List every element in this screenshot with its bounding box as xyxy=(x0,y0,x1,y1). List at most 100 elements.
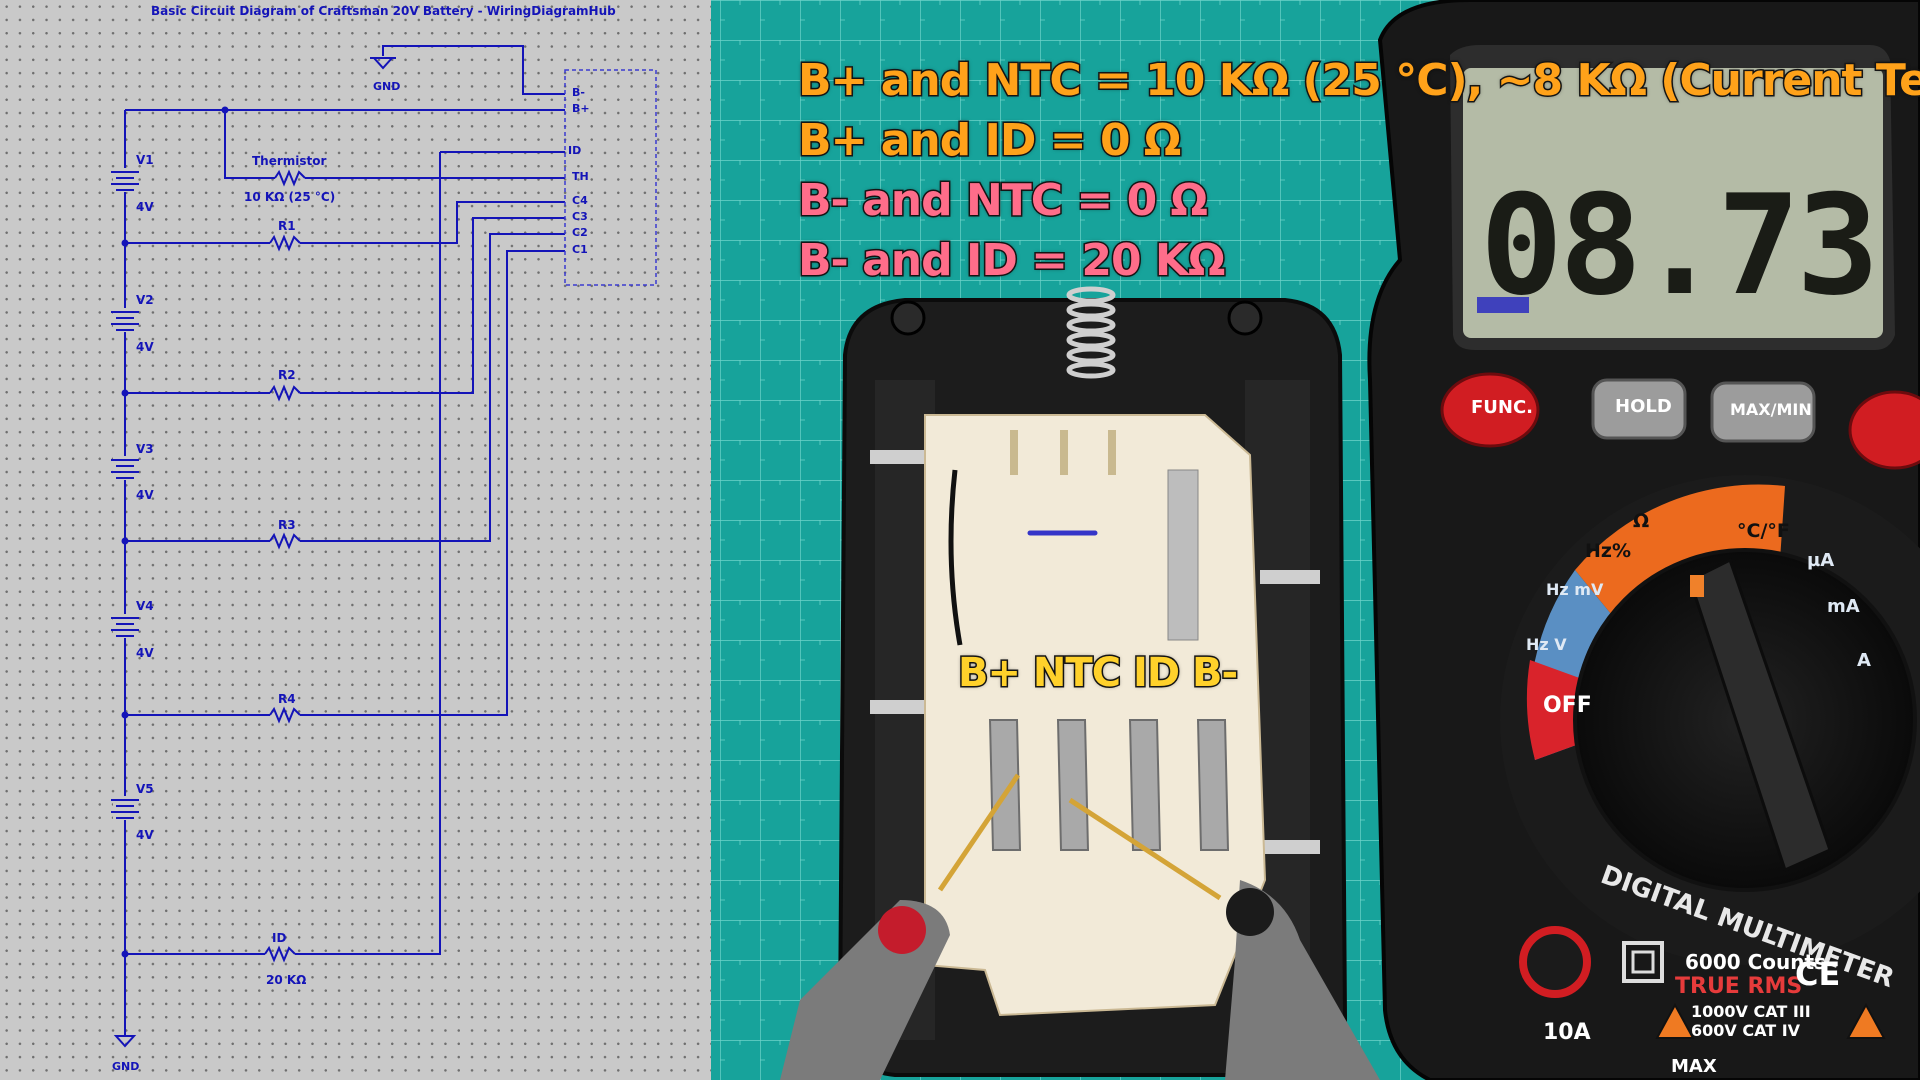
warning-icon xyxy=(1846,1002,1886,1039)
maxmin-button[interactable] xyxy=(1710,381,1816,443)
c1-wire xyxy=(300,250,565,716)
r4-label: R4 xyxy=(278,692,296,706)
gnd-bottom-label: GND xyxy=(112,1060,140,1073)
cell-strip xyxy=(870,450,930,464)
pin-id: ID xyxy=(568,144,582,157)
measurement-line-3: B- and NTC = 0 Ω xyxy=(797,174,1210,228)
pin-bminus: B- xyxy=(572,86,585,99)
dial-a-label: A xyxy=(1857,650,1871,671)
cell-strip xyxy=(1260,570,1320,584)
junction-dot xyxy=(121,950,129,958)
pcb-board xyxy=(924,414,1267,1017)
r3-symbol xyxy=(269,532,301,550)
gnd-top-wire xyxy=(382,45,565,95)
max-label: MAX xyxy=(1671,1056,1717,1077)
maxmin-button-label: MAX/MIN xyxy=(1730,400,1812,419)
probe-black-ring xyxy=(1226,888,1274,936)
hold-button-label: HOLD xyxy=(1615,396,1672,417)
thermistor-value: 10 KΩ (25 °C) xyxy=(244,190,336,204)
cell-v3-name: V3 xyxy=(136,442,154,456)
terminal-bplus xyxy=(988,719,1022,851)
dial-hzv-label: Hz V xyxy=(1526,635,1567,654)
thermistor-symbol xyxy=(274,169,306,187)
cell-strip xyxy=(1260,840,1320,854)
connector-box xyxy=(564,69,657,286)
cell-v1-symbol xyxy=(111,168,139,192)
cell-strip xyxy=(870,700,930,714)
junction-dot xyxy=(121,711,129,719)
photo-panel: kΩ 08.73 FUNC. HOLD MAX/MIN OFF Hz% Ω °C… xyxy=(711,0,1920,1080)
func-button[interactable] xyxy=(1440,372,1540,448)
cell-v5-name: V5 xyxy=(136,782,154,796)
schematic-title: Basic Circuit Diagram of Craftsman 20V B… xyxy=(151,4,616,18)
dial-temp-label: °C/°F xyxy=(1737,520,1790,542)
r1-symbol xyxy=(269,234,301,252)
probe-tip-black xyxy=(1068,797,1222,901)
photo-scene xyxy=(711,0,1920,1080)
cell-v3-symbol xyxy=(111,456,139,480)
schematic-panel: Basic Circuit Diagram of Craftsman 20V B… xyxy=(0,0,711,1080)
housing-screw xyxy=(890,300,926,336)
pcb-slot xyxy=(1060,430,1068,475)
r3-label: R3 xyxy=(278,518,296,532)
hold-button[interactable] xyxy=(1591,378,1687,440)
dial-ohm-label: Ω xyxy=(1633,510,1650,532)
thermistor-left-wire xyxy=(224,110,275,179)
terminal-ntc xyxy=(1056,719,1090,851)
cell-v4-name: V4 xyxy=(136,599,154,613)
func-button-label: FUNC. xyxy=(1471,397,1534,418)
cell-v4-symbol xyxy=(111,614,139,638)
pcb-slot xyxy=(1010,430,1018,475)
id-resistor-name: ID xyxy=(272,931,287,945)
r1-label: R1 xyxy=(278,219,296,233)
junction-dot xyxy=(121,537,129,545)
dial-ua-label: µA xyxy=(1807,550,1835,571)
junction-dot xyxy=(221,106,229,114)
thermistor-name: Thermistor xyxy=(252,154,327,168)
measurement-line-2: B+ and ID = 0 Ω xyxy=(796,114,1182,168)
dial-knob-handle[interactable] xyxy=(1688,557,1832,873)
jack-10a[interactable] xyxy=(1519,926,1591,998)
junction-dot xyxy=(121,389,129,397)
gnd-bottom-symbol xyxy=(113,1035,137,1048)
spring xyxy=(1066,286,1116,379)
dial-hzmv-label: Hz mV xyxy=(1546,580,1604,599)
true-rms-label: TRUE RMS xyxy=(1675,974,1803,999)
cell-v5-value: 4V xyxy=(136,828,154,842)
r2-label: R2 xyxy=(278,368,296,382)
counts-label: 6000 Counts xyxy=(1685,950,1826,974)
cat-rating-1: 1000V CAT III xyxy=(1691,1002,1811,1021)
cell-v2-name: V2 xyxy=(136,293,154,307)
id-resistor-value: 20 KΩ xyxy=(266,973,307,987)
cell-v1-name: V1 xyxy=(136,153,154,167)
gnd-top-symbol xyxy=(371,57,395,70)
pcb-slot xyxy=(1108,430,1116,475)
probe-tip-red xyxy=(937,773,1021,892)
measurement-line-4: B- and ID = 20 KΩ xyxy=(796,234,1226,288)
pin-bplus: B+ xyxy=(572,102,590,115)
terminal-id xyxy=(1128,719,1162,851)
pin-c3: C3 xyxy=(572,210,588,223)
dial-ma-label: mA xyxy=(1827,596,1860,617)
gnd-top-label: GND xyxy=(373,80,401,93)
r4-symbol xyxy=(269,706,301,724)
cell-v2-symbol xyxy=(111,308,139,332)
double-insulation-icon xyxy=(1622,941,1664,983)
cell-v1-value: 4V xyxy=(136,200,154,214)
ce-mark: CE xyxy=(1795,955,1841,993)
housing-screw xyxy=(1227,300,1263,336)
schematic-wires xyxy=(111,45,657,1048)
cell-v3-value: 4V xyxy=(136,488,154,502)
cell-v4-value: 4V xyxy=(136,646,154,660)
cell-v2-value: 4V xyxy=(136,340,154,354)
warning-icon xyxy=(1655,1002,1695,1039)
backlight-button[interactable] xyxy=(1848,390,1920,470)
nickel-strip xyxy=(1167,469,1199,641)
dial-hz-label: Hz% xyxy=(1585,540,1631,562)
probe-red-ring xyxy=(878,906,926,954)
id-wire xyxy=(295,152,441,955)
pin-c1: C1 xyxy=(572,243,588,256)
cat-rating-2: 600V CAT IV xyxy=(1691,1021,1801,1040)
wire-black xyxy=(948,469,963,646)
